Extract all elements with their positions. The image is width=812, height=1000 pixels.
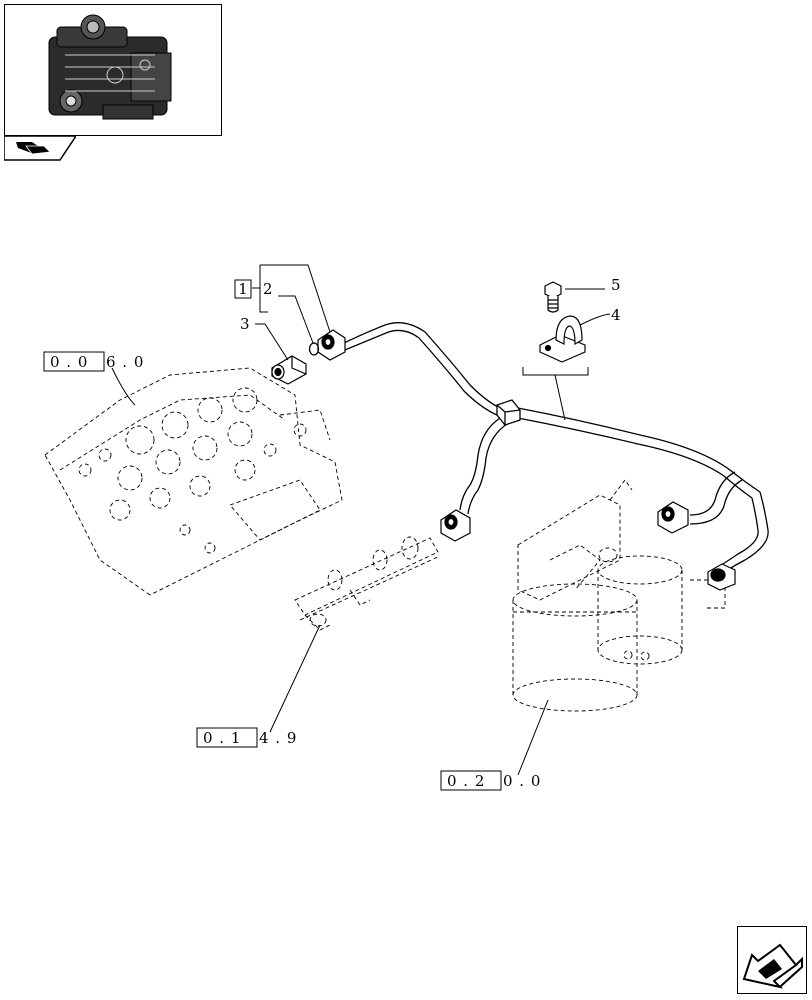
next-page-button[interactable] [737,926,807,994]
fuel-filter-outline [512,479,726,712]
pipe-connector-1 [317,329,346,361]
reference-label[interactable]: 0 . 1 4 . 9 [196,727,297,748]
next-page-arrow-icon [742,943,803,989]
fuel-return-pipe [339,322,769,573]
reference-label[interactable]: 0 . 2 0 . 0 [440,770,541,791]
section-tab [3,135,78,166]
rail-outline [294,536,441,631]
engine-thumbnail [4,4,222,136]
svg-text:4 . 9: 4 . 9 [259,729,297,747]
callout-1: 1 [234,279,252,299]
callout-2: 2 [263,280,273,298]
engine-thumbnail-icon [48,14,172,120]
leader-lines [111,264,611,776]
t-junction [496,399,521,426]
book-icon [16,142,51,155]
svg-text:0 . 0: 0 . 0 [503,772,541,790]
plug-fitting [271,355,307,385]
pipe-connector-4 [707,563,736,591]
svg-text:0 . 1: 0 . 1 [203,729,241,747]
callout-3: 3 [240,315,250,333]
pipe-connector-3 [657,501,689,534]
svg-text:6 . 0: 6 . 0 [106,353,144,371]
svg-text:1: 1 [238,280,248,298]
bolt [544,281,562,313]
reference-label[interactable]: 0 . 0 6 . 0 [43,351,144,372]
pipe-connector-2 [440,509,471,542]
callout-4: 4 [611,306,621,324]
svg-text:0 . 0: 0 . 0 [50,353,88,371]
svg-text:0 . 2: 0 . 2 [447,772,485,790]
pipe-clamp [539,315,586,363]
cylinder-head-outline [44,367,343,596]
callout-5: 5 [611,276,621,294]
o-ring [308,342,320,356]
